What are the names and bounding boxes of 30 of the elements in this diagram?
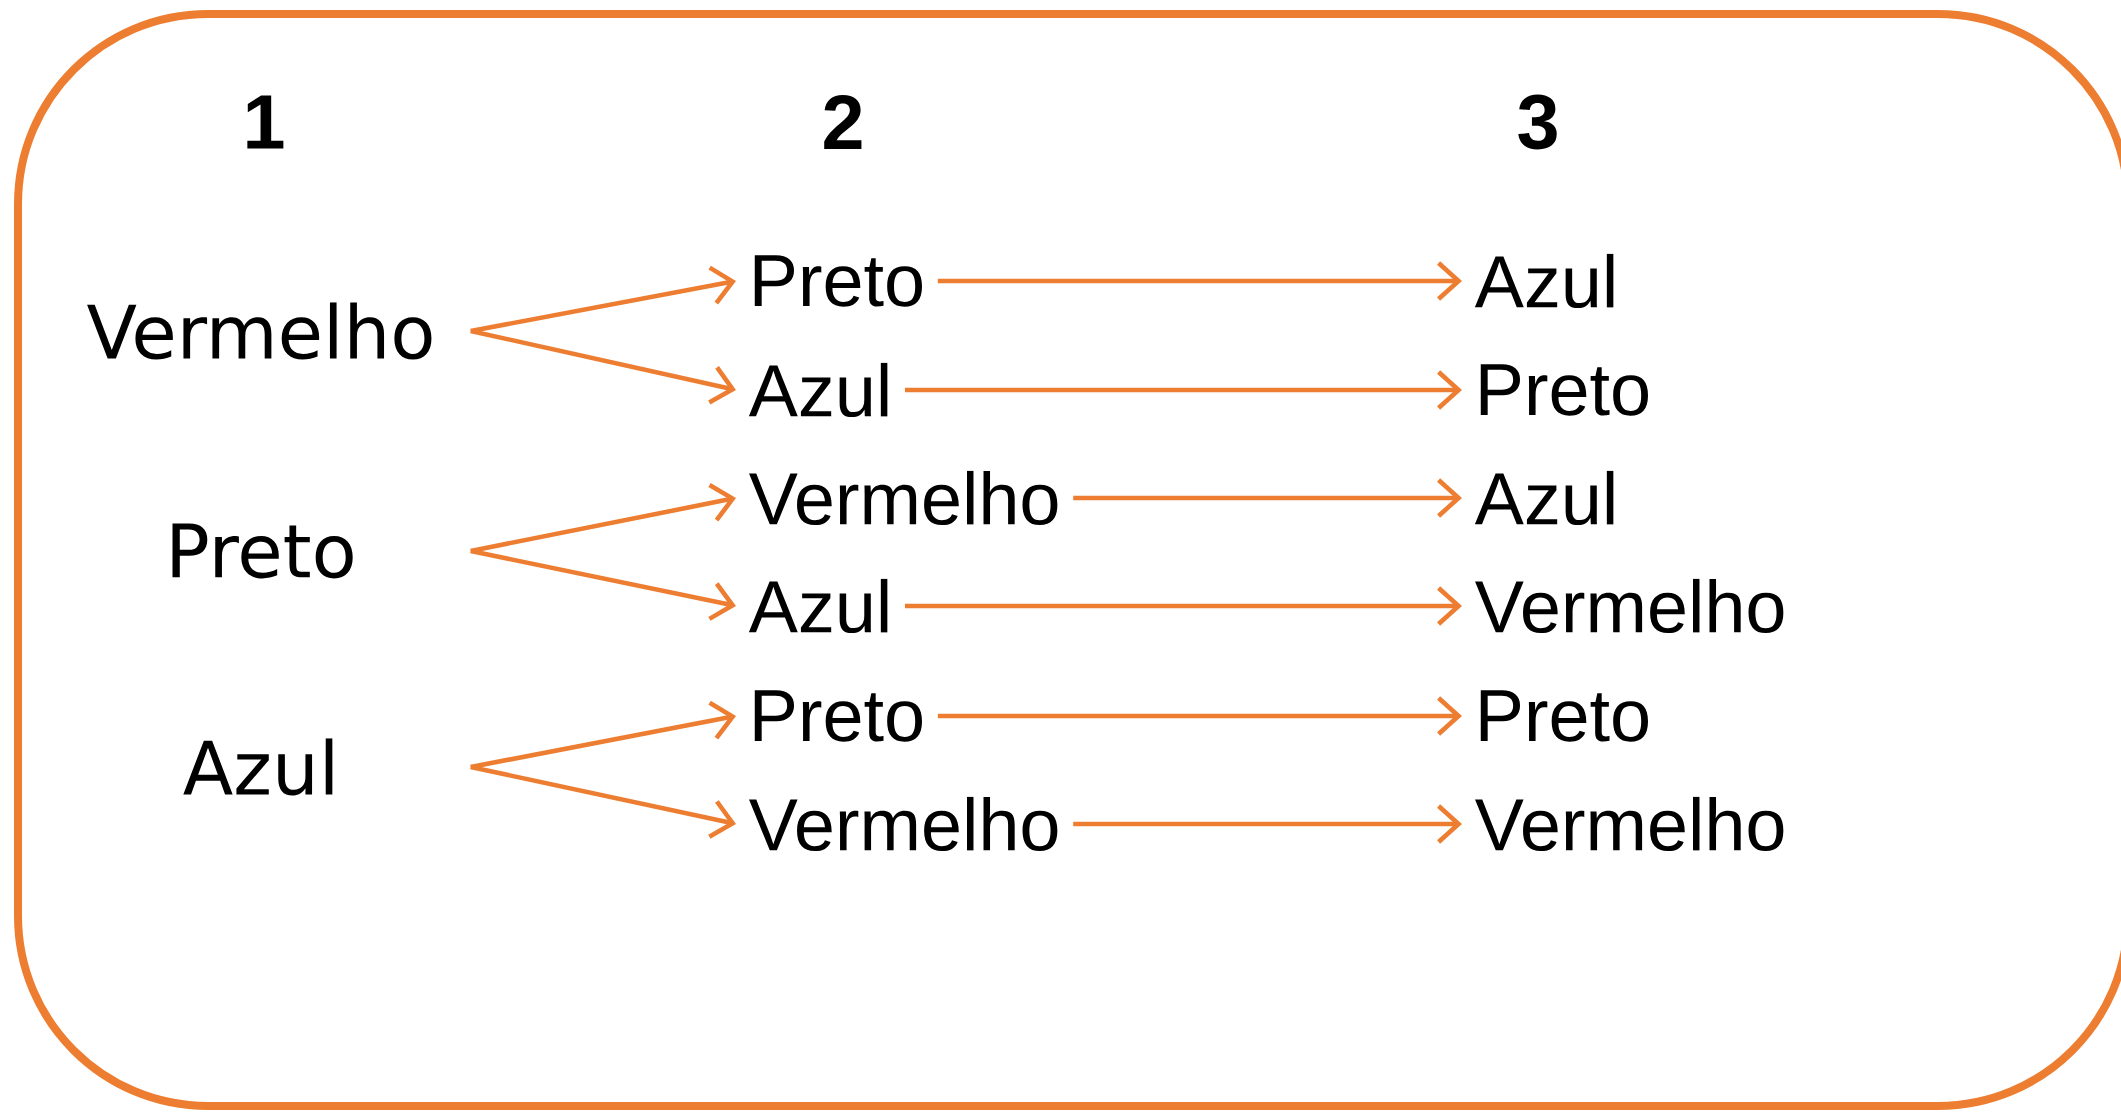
- arrow: [937, 261, 1462, 301]
- word: Vermelho: [1475, 578, 1784, 634]
- column-number: 2: [824, 94, 862, 149]
- word: Azul: [748, 362, 888, 418]
- arrow: [470, 764, 737, 839]
- word: Azul: [1474, 253, 1614, 309]
- word: Vermelho: [749, 470, 1058, 526]
- arrow: [905, 586, 1462, 626]
- arrow: [937, 696, 1462, 736]
- word: Preto: [1480, 690, 1648, 742]
- arrow: [470, 482, 736, 554]
- word: Vermelho: [749, 796, 1058, 852]
- word: Azul: [748, 578, 888, 634]
- word: Vermelho: [87, 302, 432, 360]
- word: Azul: [183, 738, 333, 796]
- arrow: [905, 370, 1462, 410]
- word: Vermelho: [1475, 796, 1784, 852]
- arrow: [470, 700, 736, 770]
- word: Azul: [1474, 470, 1614, 526]
- word: Preto: [754, 255, 922, 307]
- arrow: [470, 328, 736, 405]
- arrow: [1073, 804, 1462, 844]
- word: Preto: [754, 690, 922, 742]
- word: Preto: [1480, 364, 1648, 416]
- arrow: [470, 548, 736, 621]
- arrow: [1073, 478, 1462, 518]
- arrow: [470, 265, 736, 334]
- column-number: 3: [1518, 94, 1557, 150]
- column-number: 1: [247, 95, 284, 149]
- word: Preto: [172, 523, 353, 579]
